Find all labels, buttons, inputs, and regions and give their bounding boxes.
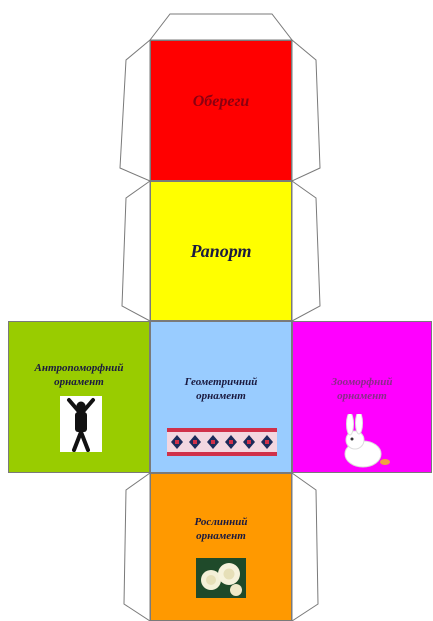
face-bottom-label-line1: Рослинний: [194, 516, 248, 528]
glue-tab-right-orange: [291, 472, 319, 621]
rabbit-icon: [333, 411, 397, 470]
glue-tab-left-red: [119, 38, 151, 182]
face-top-label: Обереги: [192, 93, 250, 110]
face-right-magenta: Зооморфний орнамент: [292, 321, 432, 473]
roses-photo: [196, 558, 246, 598]
face-upper-yellow: Рапорт: [150, 181, 292, 321]
glue-tab-top: [148, 13, 294, 41]
face-bottom-label-line2: орнамент: [196, 530, 246, 542]
face-left-green: Антропоморфний орнамент: [8, 321, 150, 473]
face-left-label-line2: орнамент: [54, 376, 104, 388]
face-upper-label: Рапорт: [190, 241, 252, 261]
face-right-label-line2: орнамент: [337, 390, 387, 402]
face-center-label-line1: Геометричний: [184, 376, 258, 388]
face-right-label-line1: Зооморфний: [331, 376, 393, 388]
face-top-red: Обереги: [150, 40, 292, 181]
face-bottom-orange: Рослинний орнамент: [150, 473, 292, 621]
face-center-blue: Геометричний орнамент: [150, 321, 292, 473]
human-figure-icon: [60, 396, 102, 452]
glue-tab-left-yellow: [121, 180, 151, 322]
face-center-label-line2: орнамент: [196, 390, 246, 402]
face-left-label-line1: Антропоморфний: [34, 362, 124, 374]
glue-tab-left-orange: [123, 472, 151, 621]
glue-tab-right-yellow: [291, 180, 321, 322]
geometric-pattern-strip: [167, 428, 277, 456]
glue-tab-right-red: [291, 38, 321, 182]
